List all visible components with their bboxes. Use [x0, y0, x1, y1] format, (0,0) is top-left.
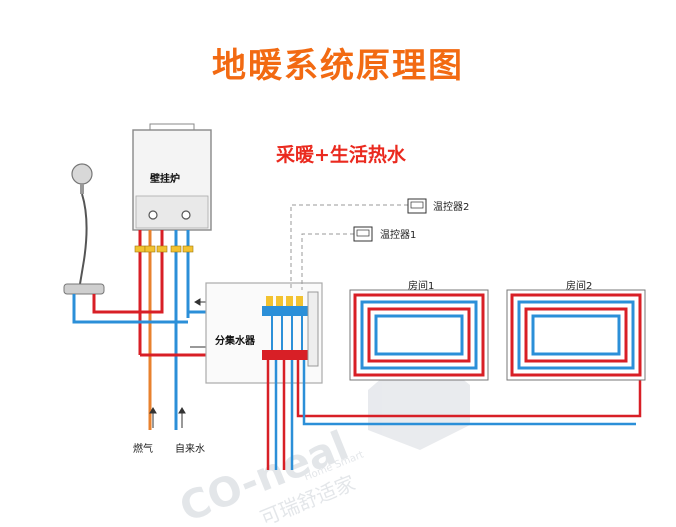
thermostat-units — [353, 198, 427, 242]
manifold-unit — [262, 291, 319, 367]
boiler-label: 壁挂炉 — [150, 174, 180, 185]
thermostat-2-label: 温控器2 — [433, 202, 470, 213]
thermostat-wiring — [290, 204, 408, 290]
page-title: 地暖系统原理图 — [212, 46, 464, 86]
shower-set — [63, 163, 105, 295]
flow-arrows — [149, 298, 214, 428]
room-1-label: 房间1 — [408, 281, 435, 292]
room-2-label: 房间2 — [566, 281, 593, 292]
wall-boiler — [132, 123, 212, 231]
tap-water-inlet-label: 自来水 — [175, 444, 205, 455]
room-2-floor-loop — [506, 289, 646, 381]
thermostat-1-label: 温控器1 — [380, 230, 417, 241]
page-subtitle: 采暖+生活热水 — [276, 144, 406, 166]
gas-inlet-label: 燃气 — [133, 444, 153, 455]
shower-supply-pipes — [72, 288, 188, 324]
pipe-fittings — [134, 245, 194, 253]
room-1-floor-loop — [349, 289, 489, 381]
manifold-label: 分集水器 — [215, 336, 255, 347]
boiler-pipes — [138, 230, 190, 430]
